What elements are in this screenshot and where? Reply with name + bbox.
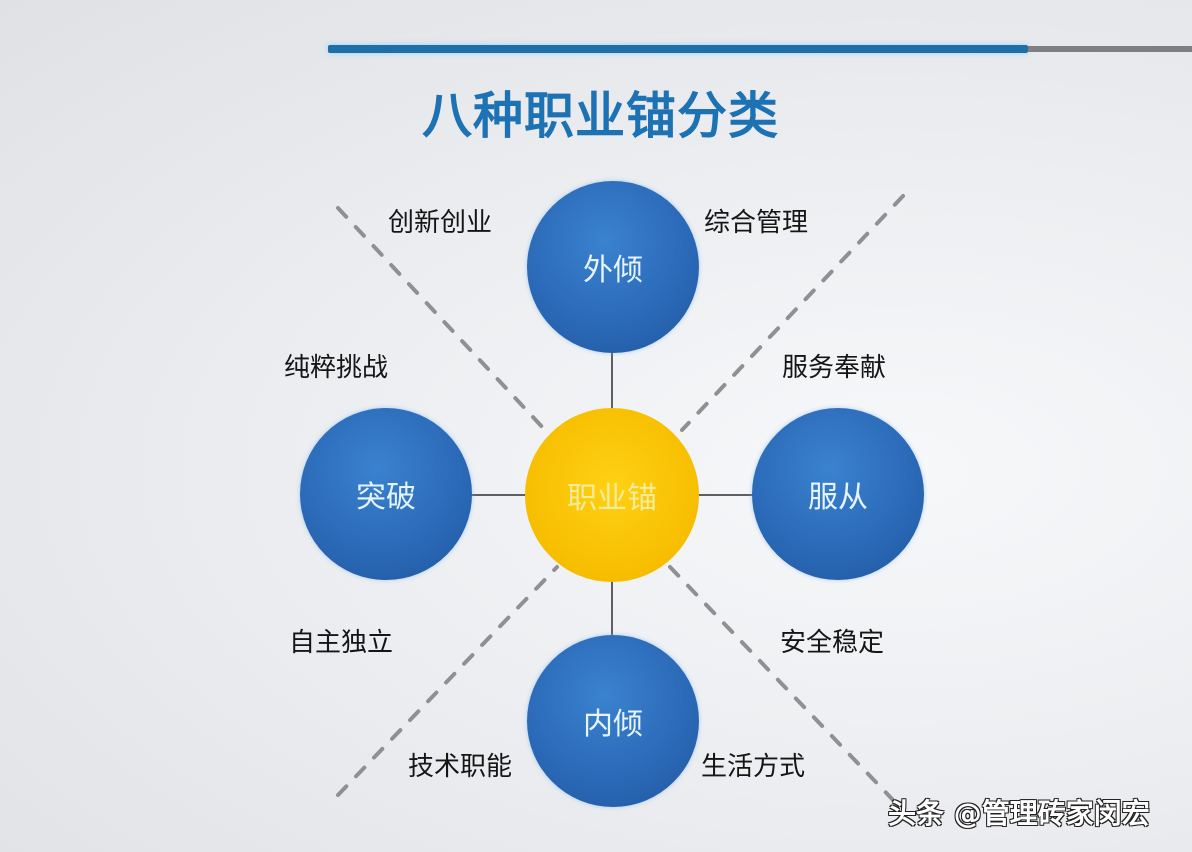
anchor-general-management: 综合管理 bbox=[704, 208, 809, 238]
title-underline-bar bbox=[328, 45, 1028, 53]
dashed-line-top-left bbox=[336, 206, 547, 432]
node-label: 内倾 bbox=[583, 707, 643, 742]
node-label: 突破 bbox=[356, 480, 416, 515]
node-label: 服从 bbox=[808, 480, 868, 515]
dashed-line-top-right bbox=[680, 194, 905, 432]
node-extrovert: 外倾 bbox=[527, 181, 699, 353]
anchor-technical-functional: 技术职能 bbox=[408, 752, 513, 782]
anchor-service: 服务奉献 bbox=[782, 353, 887, 383]
dashed-line-bottom-right bbox=[668, 565, 895, 802]
node-breakthrough: 突破 bbox=[300, 408, 472, 580]
anchor-pure-challenge: 纯粹挑战 bbox=[284, 353, 389, 383]
node-label: 外倾 bbox=[583, 253, 643, 288]
node-obedience: 服从 bbox=[752, 408, 924, 580]
node-career-anchor-center: 职业锚 bbox=[525, 408, 699, 582]
node-introvert: 内倾 bbox=[527, 635, 699, 807]
anchor-entrepreneurial: 创新创业 bbox=[388, 208, 493, 238]
slide-title: 八种职业锚分类 bbox=[422, 87, 779, 145]
dashed-line-bottom-left bbox=[336, 565, 559, 797]
watermark: 头条 @管理砖家闵宏 bbox=[888, 797, 1150, 830]
anchor-lifestyle: 生活方式 bbox=[701, 752, 806, 782]
center-label: 职业锚 bbox=[567, 481, 657, 516]
anchor-autonomy: 自主独立 bbox=[289, 628, 394, 658]
anchor-security: 安全稳定 bbox=[780, 628, 885, 658]
title-underline-gray bbox=[1028, 46, 1192, 52]
